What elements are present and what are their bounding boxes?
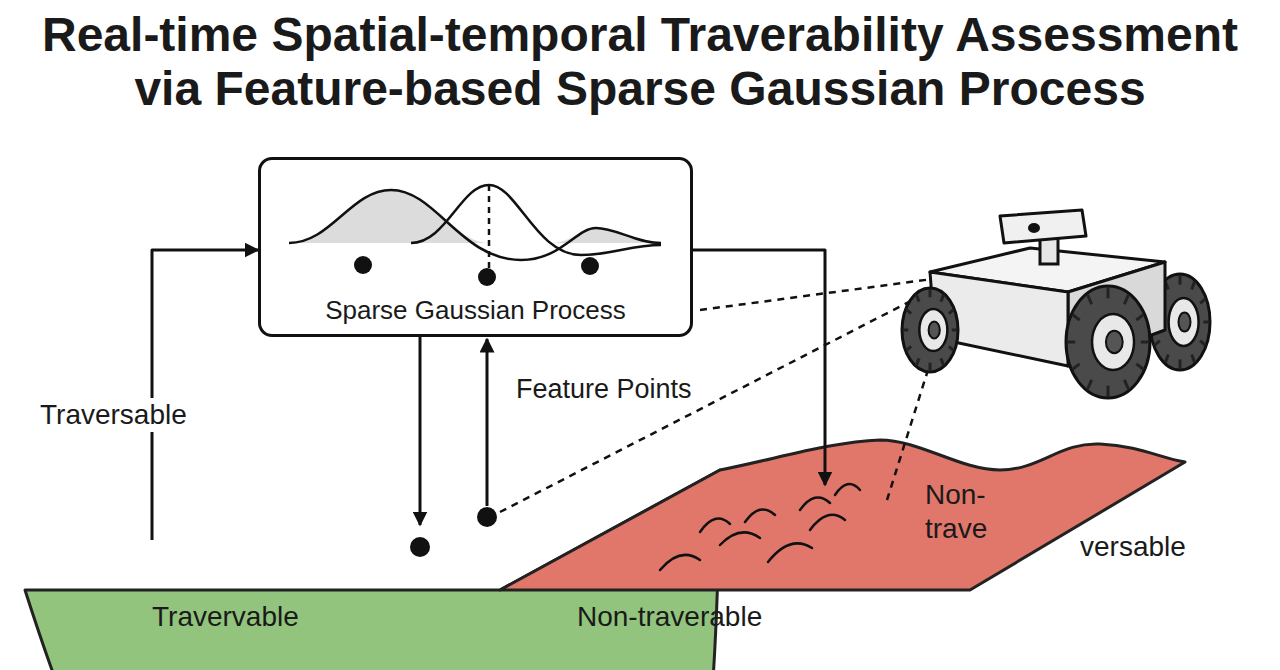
wheel-tread — [1124, 380, 1128, 390]
gaussian-curve — [289, 190, 661, 260]
sensor-ray — [500, 286, 940, 512]
wheel-tread — [916, 294, 919, 301]
edge-label: Traversable — [36, 398, 191, 432]
robot-wheel — [1066, 286, 1150, 398]
wheel-tread — [1141, 341, 1149, 344]
wheel-tread — [1192, 354, 1195, 362]
wheel-tread — [929, 363, 932, 371]
rough-terrain-mark — [720, 532, 760, 545]
red-terrain — [500, 440, 1185, 590]
wheel-tread — [1136, 364, 1143, 370]
wheel-tread — [1107, 386, 1110, 397]
wheel-tread — [1155, 341, 1160, 346]
connector-arrow — [486, 339, 489, 506]
wheel-hub — [919, 309, 947, 351]
wheel-tread — [1072, 315, 1079, 321]
sensor-ray — [887, 300, 950, 500]
wheel-tread — [929, 289, 932, 297]
wheel-tread — [1179, 359, 1182, 369]
connector-arrow — [693, 250, 825, 485]
wheel-tread — [1200, 341, 1205, 346]
title: Real-time Spatial-temporal Traverability… — [20, 8, 1260, 116]
wheel-tread — [1192, 281, 1195, 289]
rough-terrain-mark — [660, 555, 700, 570]
wheel-tread — [941, 358, 944, 365]
wheel-tread — [1072, 364, 1079, 370]
annotation-label: Feature Points — [512, 372, 696, 406]
non-traversable-region: Non- traveversableNon-traverable — [500, 440, 1185, 590]
rough-terrain-mark — [768, 543, 812, 562]
inducing-point — [478, 268, 496, 286]
inducing-point — [354, 256, 372, 274]
inducing-point — [581, 257, 599, 275]
gaussian-curve — [411, 185, 661, 255]
node-text: Sparse Gaussian Process — [325, 294, 626, 326]
wheel-tread — [1067, 341, 1075, 344]
wheel-axle — [929, 322, 940, 339]
wheel-axle — [1106, 331, 1123, 353]
wheel-tread — [906, 346, 911, 350]
sensor-head — [1000, 210, 1086, 243]
region-label: Non-traverable — [577, 600, 762, 634]
connector-arrow — [152, 250, 258, 540]
wheel-tread — [1124, 294, 1128, 304]
region-label: versable — [1080, 530, 1186, 564]
region-label: Non- trave — [925, 478, 1010, 546]
wheel-axle — [1179, 312, 1191, 331]
wheel-tread — [1087, 294, 1091, 304]
wheel-tread — [949, 346, 954, 350]
wheel-tread — [906, 309, 911, 313]
feature-point — [477, 507, 497, 527]
feature-point — [410, 537, 430, 557]
robot — [902, 210, 1210, 398]
wheel-hub — [1092, 314, 1134, 370]
rough-terrain-mark — [745, 509, 775, 522]
wheel-tread — [1179, 275, 1182, 285]
connector-arrow — [419, 337, 422, 525]
region-label: Travervable — [152, 600, 299, 634]
wheel-tread — [1136, 315, 1143, 321]
rough-terrain-mark — [835, 484, 860, 495]
mean-line — [488, 185, 491, 272]
process-box: Sparse Gaussian Process — [258, 157, 693, 337]
wheel-tread — [1203, 321, 1209, 324]
wheel-hub — [1169, 298, 1199, 346]
wheel-tread — [916, 358, 919, 365]
wheel-tread — [1165, 354, 1168, 362]
sensor-ray — [700, 278, 940, 310]
rough-terrain-mark — [800, 497, 830, 510]
wheel-tread — [903, 329, 909, 332]
sensor-lens — [1028, 223, 1040, 233]
wheel-tread — [952, 329, 958, 332]
wheel-tread — [1200, 298, 1205, 303]
wheel-tread — [941, 294, 944, 301]
robot-wheel — [902, 288, 958, 372]
wheel-tread — [1087, 380, 1091, 390]
region-shape — [500, 440, 1185, 590]
rough-terrain-mark — [700, 519, 730, 532]
rough-terrain-mark — [810, 515, 845, 530]
wheel-tread — [949, 309, 954, 313]
wheel-tread — [1107, 287, 1110, 298]
